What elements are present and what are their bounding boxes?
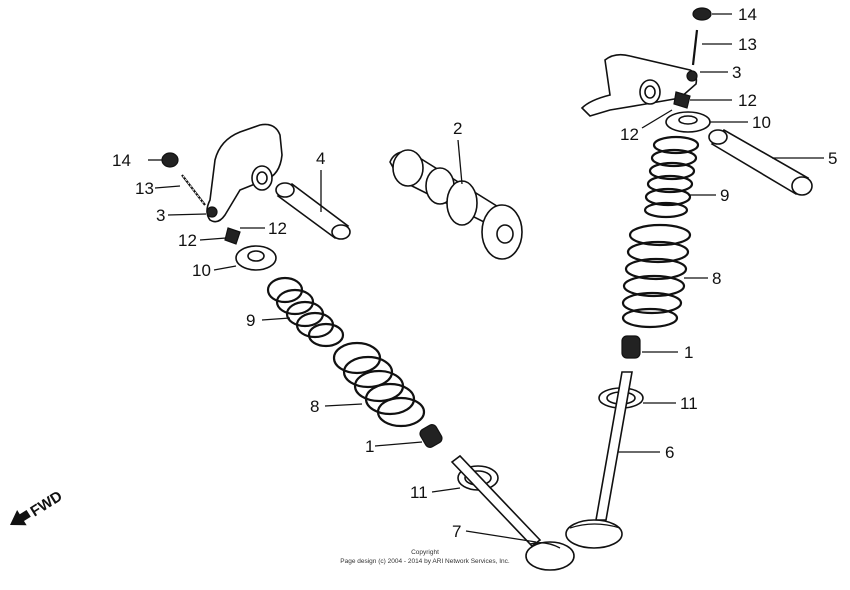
callout-right-13: 13 xyxy=(738,35,757,54)
callout-left-10: 10 xyxy=(192,261,211,280)
right-rocker-arm xyxy=(580,53,698,117)
callout-right-6: 6 xyxy=(665,443,674,462)
right-spring-retainer xyxy=(665,111,711,133)
rocker-shaft-4 xyxy=(275,182,351,240)
callout-left-12b: 12 xyxy=(268,219,287,238)
left-adjuster-screw xyxy=(181,174,206,206)
forward-arrow: FWD xyxy=(10,488,66,526)
left-stem-seal xyxy=(419,424,443,448)
right-valve-cotters xyxy=(673,91,691,109)
fwd-label: FWD xyxy=(27,488,65,521)
callout-left-11: 11 xyxy=(410,483,428,502)
callout-left-7: 7 xyxy=(452,522,461,541)
callout-left-14: 14 xyxy=(112,151,131,170)
copyright-line-2: Page design (c) 2004 - 2014 by ARI Netwo… xyxy=(340,558,510,565)
right-outer-spring xyxy=(621,223,692,329)
callout-left-1: 1 xyxy=(365,437,374,456)
right-adjuster-screw xyxy=(691,29,699,66)
callout-right-11: 11 xyxy=(680,394,698,413)
right-adjuster-nut xyxy=(692,7,712,21)
callout-right-10: 10 xyxy=(752,113,771,132)
left-adjuster-nut xyxy=(161,152,179,168)
callout-left-12a: 12 xyxy=(178,231,197,250)
callout-right-9: 9 xyxy=(720,186,729,205)
callout-right-12b: 12 xyxy=(620,125,639,144)
callout-right-12a: 12 xyxy=(738,91,757,110)
left-outer-spring xyxy=(332,341,426,428)
right-inner-spring xyxy=(643,135,700,219)
callout-right-5: 5 xyxy=(828,149,837,168)
callout-right-8: 8 xyxy=(712,269,721,288)
callout-right-3: 3 xyxy=(732,63,741,82)
callout-labels: 14 13 3 12 12 10 9 8 1 11 7 4 2 14 13 3 … xyxy=(112,5,837,541)
left-rocker-arm xyxy=(206,123,283,223)
callout-left-8: 8 xyxy=(310,397,319,416)
callout-left-13: 13 xyxy=(135,179,154,198)
callout-right-14: 14 xyxy=(738,5,757,24)
right-stem-seal xyxy=(621,335,641,359)
left-spring-retainer xyxy=(235,245,277,271)
leader-lines xyxy=(148,13,824,543)
callout-left-9: 9 xyxy=(246,311,255,330)
intake-valve-6 xyxy=(565,371,633,549)
callout-left-3: 3 xyxy=(156,206,165,225)
copyright-line-1: Copyright xyxy=(411,549,439,556)
exhaust-valve-7 xyxy=(450,454,575,571)
rocker-shaft-5 xyxy=(708,128,813,196)
callout-mid-4: 4 xyxy=(316,149,325,168)
left-inner-spring xyxy=(266,276,345,348)
callout-right-1: 1 xyxy=(684,343,693,362)
callout-mid-2: 2 xyxy=(453,119,462,138)
camshaft-2 xyxy=(389,149,523,260)
left-valve-cotters xyxy=(224,227,241,245)
